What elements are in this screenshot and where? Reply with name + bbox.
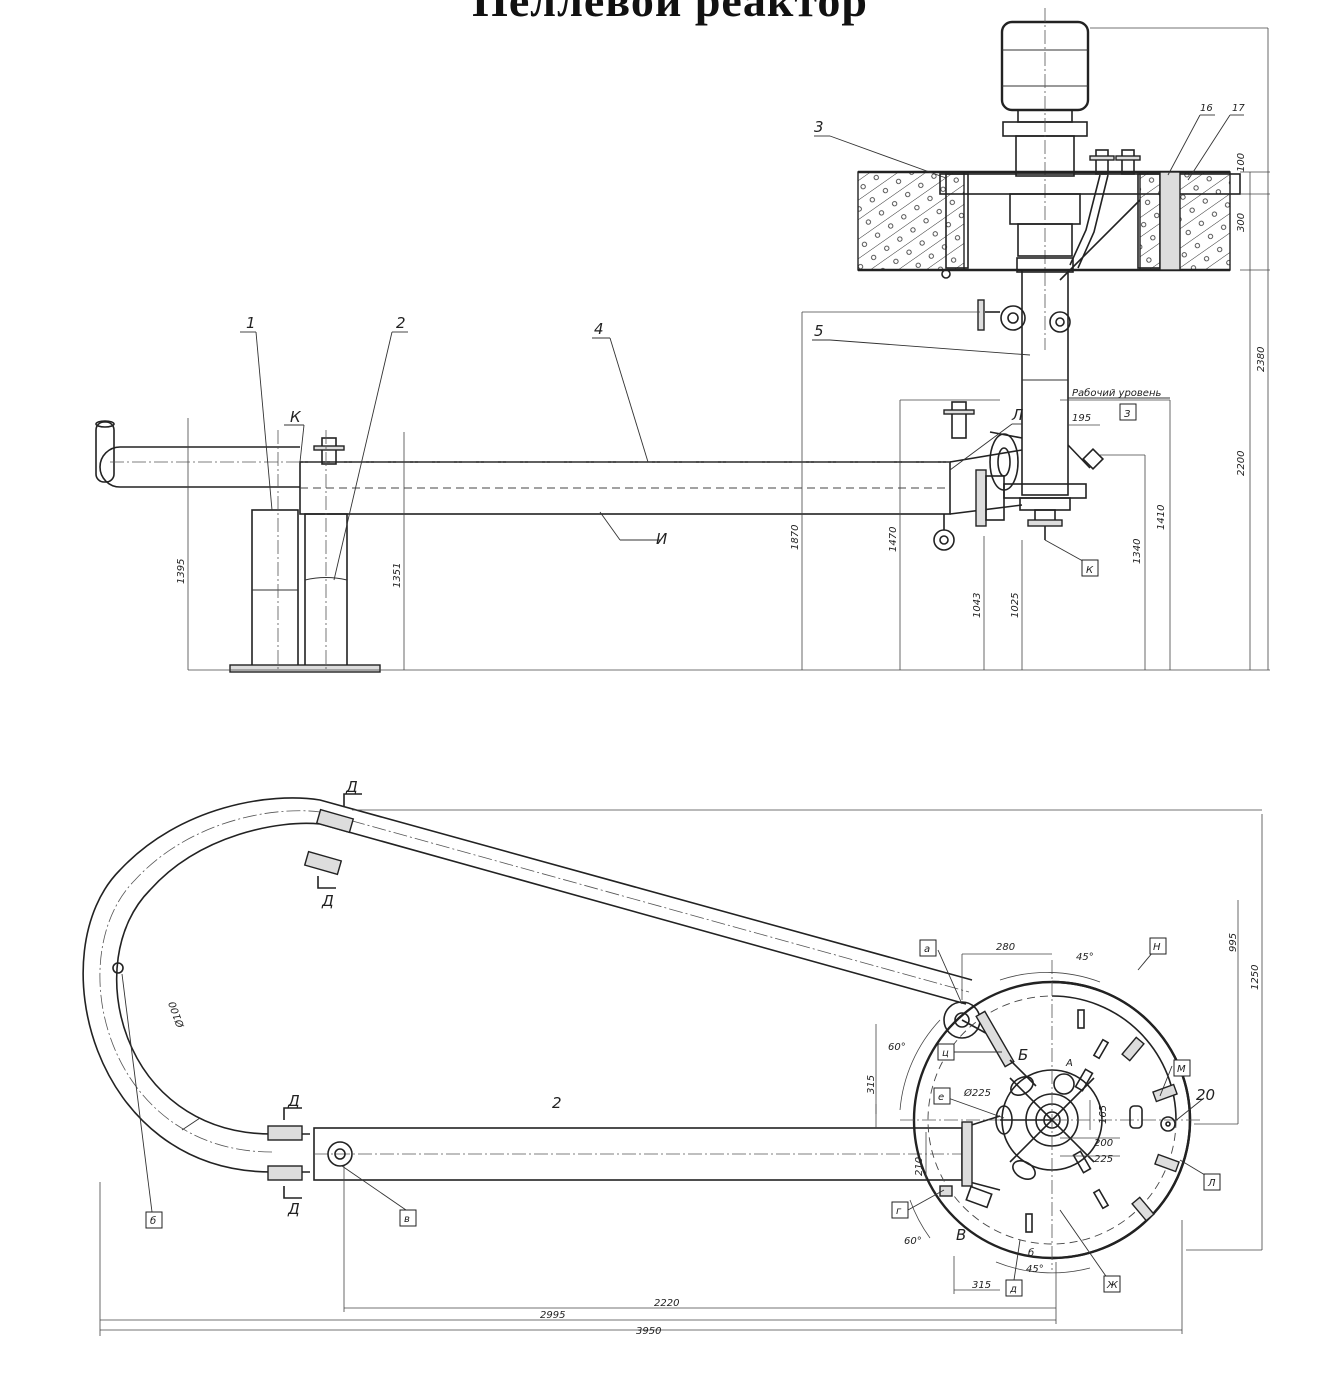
dim-2200: 2200 bbox=[1236, 451, 1247, 476]
dim-165: 165 bbox=[1098, 1105, 1109, 1124]
dim-1470: 1470 bbox=[888, 527, 899, 552]
elevation-view: 1 2 3 4 5 К И Л 16 17 Рабочий уровень З … bbox=[95, 8, 1270, 673]
callout-2: 2 bbox=[396, 314, 406, 332]
tag-box-m bbox=[1173, 1059, 1191, 1077]
tag-box-ts bbox=[937, 1043, 955, 1061]
reactor-plan bbox=[900, 960, 1200, 1270]
tag-d: д bbox=[1009, 1284, 1017, 1295]
dim-1395: 1395 bbox=[176, 559, 187, 584]
dim-300: 300 bbox=[1236, 213, 1247, 232]
letter-mark-a: А bbox=[1065, 1058, 1073, 1069]
dim-225: 225 bbox=[1094, 1154, 1113, 1165]
letter-mark-b: Б bbox=[1018, 1046, 1028, 1064]
tag-ts: ц bbox=[942, 1048, 949, 1059]
dim-210: 210 bbox=[914, 1157, 925, 1176]
tag-z: З bbox=[1124, 409, 1131, 420]
dim-2995: 2995 bbox=[540, 1310, 565, 1321]
tag-box-l bbox=[1203, 1173, 1221, 1191]
section-marks bbox=[283, 793, 362, 1199]
dim-1340: 1340 bbox=[1132, 539, 1143, 564]
dim-60-top: 60° bbox=[888, 1042, 906, 1053]
section-mark-d-1: Д bbox=[345, 778, 358, 796]
tag-m: М bbox=[1177, 1064, 1186, 1075]
callout-k: К bbox=[290, 408, 302, 426]
section-mark-d-3: Д bbox=[287, 1092, 300, 1110]
tag-l: Л bbox=[1207, 1178, 1216, 1189]
tag-box-a bbox=[919, 939, 937, 957]
vertical-vessel bbox=[977, 257, 1105, 540]
tag-box-k bbox=[1081, 559, 1099, 577]
section-mark-d-2: Д bbox=[321, 892, 334, 910]
dim-2220: 2220 bbox=[654, 1298, 679, 1309]
dim-995: 995 bbox=[1228, 933, 1239, 952]
tag-zh: Ж bbox=[1106, 1280, 1119, 1291]
dim-60-bottom: 60° bbox=[904, 1236, 922, 1247]
section-mark-d-4: Д bbox=[287, 1200, 300, 1218]
pipe-supports bbox=[229, 430, 381, 673]
dim-315-left: 315 bbox=[866, 1075, 877, 1094]
tag-box-zh bbox=[1103, 1275, 1121, 1293]
motor bbox=[1000, 8, 1090, 350]
horizontal-pipe bbox=[95, 401, 1023, 551]
dim-1250: 1250 bbox=[1250, 965, 1261, 990]
dim-1351: 1351 bbox=[392, 563, 403, 588]
elevation-dimensions bbox=[187, 27, 1270, 671]
callout-3: 3 bbox=[814, 118, 824, 136]
dim-1870: 1870 bbox=[790, 525, 801, 550]
tag-a: а bbox=[924, 944, 930, 955]
dim-45-bottom: 45° bbox=[1026, 1264, 1044, 1275]
tag-g: г bbox=[896, 1206, 902, 1217]
tag-k: К bbox=[1086, 565, 1094, 576]
callout-plan-2: 2 bbox=[552, 1094, 562, 1112]
letter-mark-small-b: б bbox=[1028, 1247, 1034, 1259]
dim-315-bottom: 315 bbox=[972, 1280, 991, 1291]
callout-5: 5 bbox=[814, 322, 824, 340]
dim-1410: 1410 bbox=[1156, 505, 1167, 530]
letter-mark-v: В bbox=[956, 1226, 966, 1244]
working-level-label: Рабочий уровень bbox=[1072, 387, 1161, 399]
callout-l: Л bbox=[1011, 406, 1023, 424]
tag-n: Н bbox=[1153, 942, 1161, 953]
callout-20: 20 bbox=[1196, 1086, 1215, 1104]
dim-45-top: 45° bbox=[1076, 952, 1094, 963]
tag-e: е bbox=[938, 1092, 944, 1103]
main-pipe bbox=[313, 1024, 1001, 1191]
tag-box-g bbox=[891, 1201, 909, 1219]
tag-box-e bbox=[933, 1087, 951, 1105]
drawing-title: Пеллевой реактор bbox=[472, 0, 868, 26]
callout-1: 1 bbox=[246, 314, 256, 332]
tag-box-v bbox=[399, 1209, 417, 1227]
tag-v: в bbox=[404, 1214, 410, 1225]
tag-box-d bbox=[1005, 1279, 1023, 1297]
dim-2380: 2380 bbox=[1256, 347, 1267, 372]
dim-1025: 1025 bbox=[1010, 593, 1021, 618]
callout-4: 4 bbox=[594, 320, 604, 338]
callout-17: 17 bbox=[1232, 103, 1245, 114]
callout-16: 16 bbox=[1200, 103, 1213, 114]
dim-o100: Ø100 bbox=[166, 1000, 187, 1030]
tag-b: б bbox=[150, 1215, 156, 1227]
dim-1043: 1043 bbox=[972, 593, 983, 618]
dim-3950: 3950 bbox=[636, 1326, 661, 1337]
dim-200: 200 bbox=[1094, 1138, 1113, 1149]
dim-195: 195 bbox=[1072, 413, 1091, 424]
tag-box-z bbox=[1119, 403, 1137, 421]
plan-dimensions bbox=[99, 809, 1263, 1336]
plan-view: Д Д Д Д а Н ц е М Л bbox=[82, 778, 1263, 1337]
tag-box-n bbox=[1149, 937, 1167, 955]
dim-280: 280 bbox=[996, 942, 1015, 953]
dim-o225: Ø225 bbox=[963, 1087, 991, 1099]
concrete-slab bbox=[857, 149, 1270, 281]
elevation-leaders bbox=[240, 114, 1244, 581]
callout-i: И bbox=[656, 530, 667, 548]
loop-pipe bbox=[82, 797, 973, 1181]
tag-box-b bbox=[145, 1211, 163, 1229]
dim-100: 100 bbox=[1236, 153, 1247, 172]
